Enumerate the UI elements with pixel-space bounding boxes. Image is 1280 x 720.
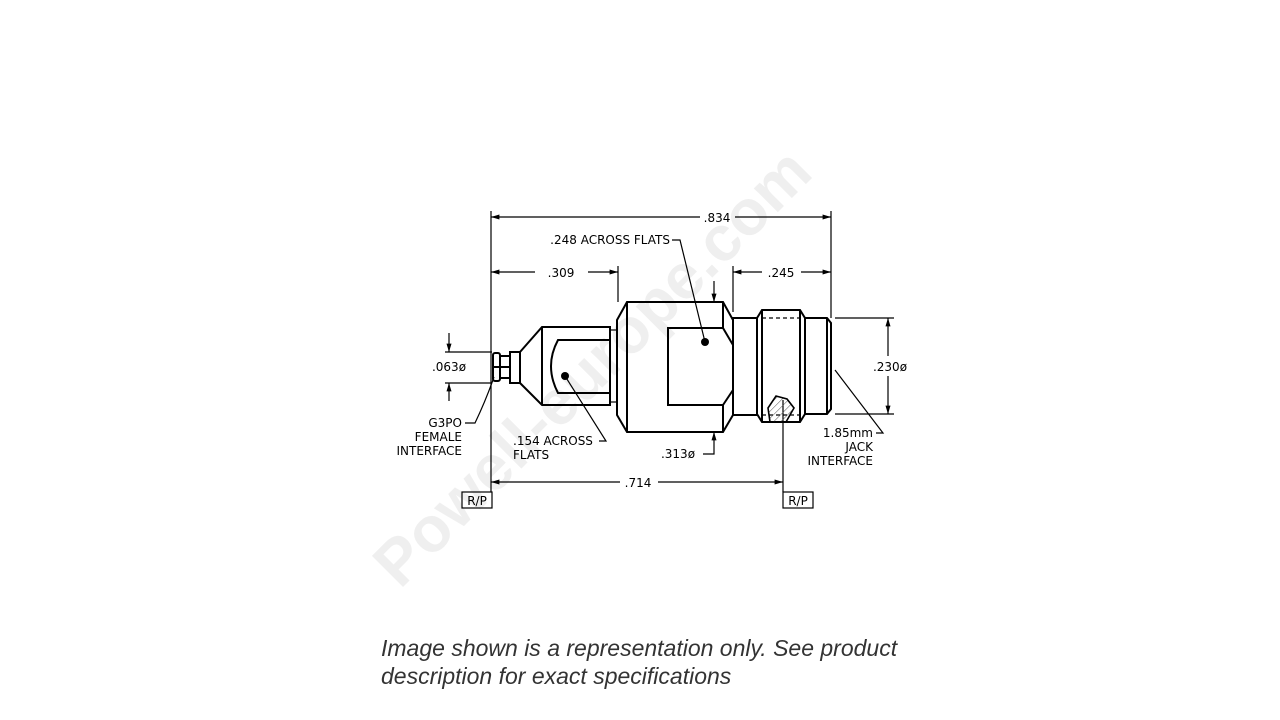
svg-text:.245: .245 [768,266,795,280]
svg-text:FEMALE: FEMALE [415,430,462,444]
note-right-interface: 1.85mm JACK INTERFACE [807,369,885,468]
svg-text:R/P: R/P [788,494,808,508]
note-body-flats: .248 ACROSS FLATS [550,233,709,346]
dim-tip-diameter: .063ø [432,333,466,401]
svg-text:G3PO: G3PO [428,416,462,430]
svg-text:.714: .714 [625,476,652,490]
dim-ref-length: .714 [491,476,783,490]
svg-text:.063ø: .063ø [432,360,466,374]
note-left-interface: G3PO FEMALE INTERFACE [396,376,495,458]
ref-plane-left: R/P [461,491,493,509]
svg-text:JACK: JACK [844,440,874,454]
dim-front-diameter: .230ø [873,318,907,414]
svg-text:INTERFACE: INTERFACE [396,444,462,458]
dim-overall-length: .834 [491,211,831,225]
watermark: Powell-europe.com [359,134,825,600]
svg-text:.309: .309 [548,266,575,280]
svg-text:1.85mm: 1.85mm [823,426,873,440]
dim-left-length: .309 [491,266,618,280]
svg-text:.248 ACROSS FLATS: .248 ACROSS FLATS [550,233,670,247]
image-disclaimer: Image shown is a representation only. Se… [381,635,898,689]
dim-right-length: .245 [733,266,831,280]
svg-text:R/P: R/P [467,494,487,508]
svg-text:INTERFACE: INTERFACE [807,454,873,468]
svg-text:FLATS: FLATS [513,448,549,462]
extension-lines [445,211,894,492]
svg-text:.834: .834 [704,211,731,225]
svg-text:.230ø: .230ø [873,360,907,374]
dim-body-diameter: .313ø [661,281,717,461]
svg-text:.154 ACROSS: .154 ACROSS [513,434,593,448]
note-small-flats: .154 ACROSS FLATS [513,372,608,462]
svg-text:.313ø: .313ø [661,447,695,461]
ref-plane-right: R/P [782,491,814,509]
connector-outline [492,301,832,433]
